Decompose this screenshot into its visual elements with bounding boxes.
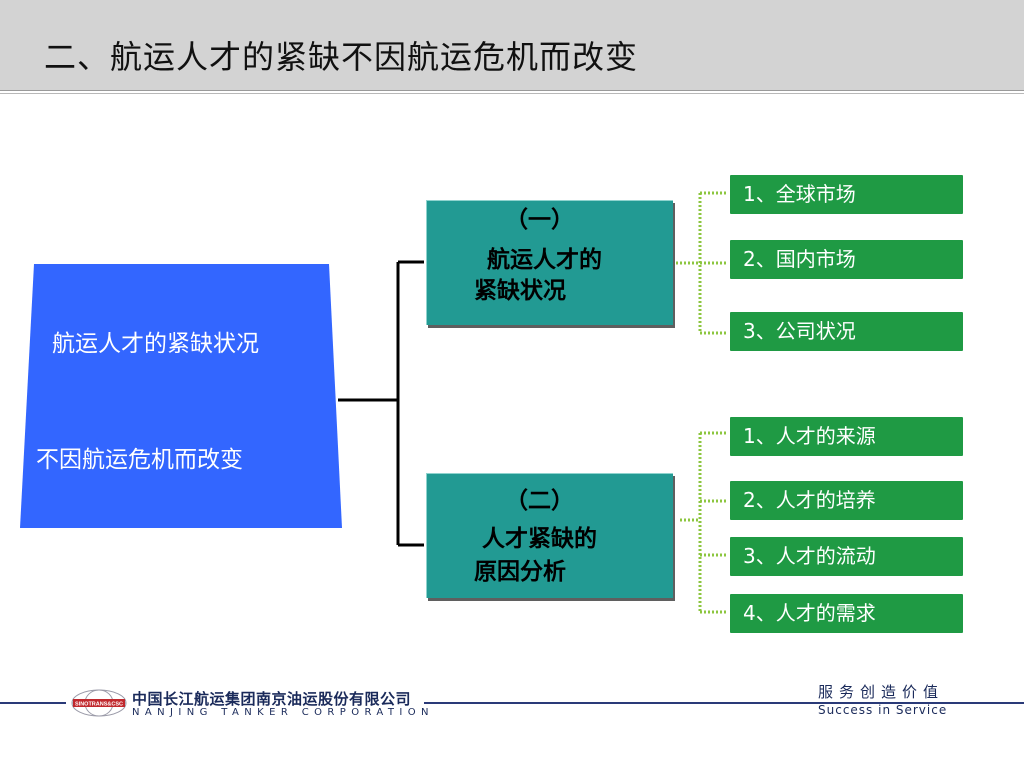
leaf-label: 2、国内市场 xyxy=(743,247,856,271)
svg-text:SINOTRANS&CSC: SINOTRANS&CSC xyxy=(75,702,123,708)
slogan-en: Success in Service xyxy=(818,703,948,717)
leaf-label: 4、人才的需求 xyxy=(743,601,876,625)
title-bar xyxy=(0,0,1024,91)
slogan-cn: 服务创造价值 xyxy=(818,683,945,701)
leaf-item-company-status: 3、公司状况 xyxy=(730,312,963,351)
branch-1-line1: 航运人才的 xyxy=(487,247,602,273)
branch-1-line2: 紧缺状况 xyxy=(474,278,566,304)
footer-divider-right xyxy=(424,702,1024,704)
page-title: 二、航运人才的紧缺不因航运危机而改变 xyxy=(44,38,639,76)
main-topic-line1: 航运人才的紧缺状况 xyxy=(52,331,259,357)
leaf-label: 3、人才的流动 xyxy=(743,544,876,568)
leaf-item-talent-demand: 4、人才的需求 xyxy=(730,594,963,633)
title-divider xyxy=(0,93,1024,94)
leaf-label: 3、公司状况 xyxy=(743,319,856,343)
branch-2-number: （二） xyxy=(505,488,574,514)
company-name-en: NANJING TANKER CORPORATION xyxy=(132,707,434,718)
branch-1-number: （一） xyxy=(505,207,574,233)
company-name-cn: 中国长江航运集团南京油运股份有限公司 xyxy=(132,690,412,708)
branch-box-2: （二） 人才紧缺的 原因分析 xyxy=(426,473,673,598)
leaf-item-talent-source: 1、人才的来源 xyxy=(730,417,963,456)
leaf-label: 1、人才的来源 xyxy=(743,424,876,448)
leaf-item-domestic-market: 2、国内市场 xyxy=(730,240,963,279)
main-topic-line2: 不因航运危机而改变 xyxy=(36,447,243,473)
branch-2-line1: 人才紧缺的 xyxy=(482,526,597,552)
footer-divider-left xyxy=(0,702,66,704)
leaf-label: 1、全球市场 xyxy=(743,182,856,206)
leaf-item-talent-training: 2、人才的培养 xyxy=(730,481,963,520)
branch-2-line2: 原因分析 xyxy=(474,559,566,585)
leaf-item-global-market: 1、全球市场 xyxy=(730,175,963,214)
branch-box-1: （一） 航运人才的 紧缺状况 xyxy=(426,200,673,325)
company-logo: SINOTRANS&CSC xyxy=(71,689,127,717)
leaf-label: 2、人才的培养 xyxy=(743,488,876,512)
leaf-item-talent-mobility: 3、人才的流动 xyxy=(730,537,963,576)
